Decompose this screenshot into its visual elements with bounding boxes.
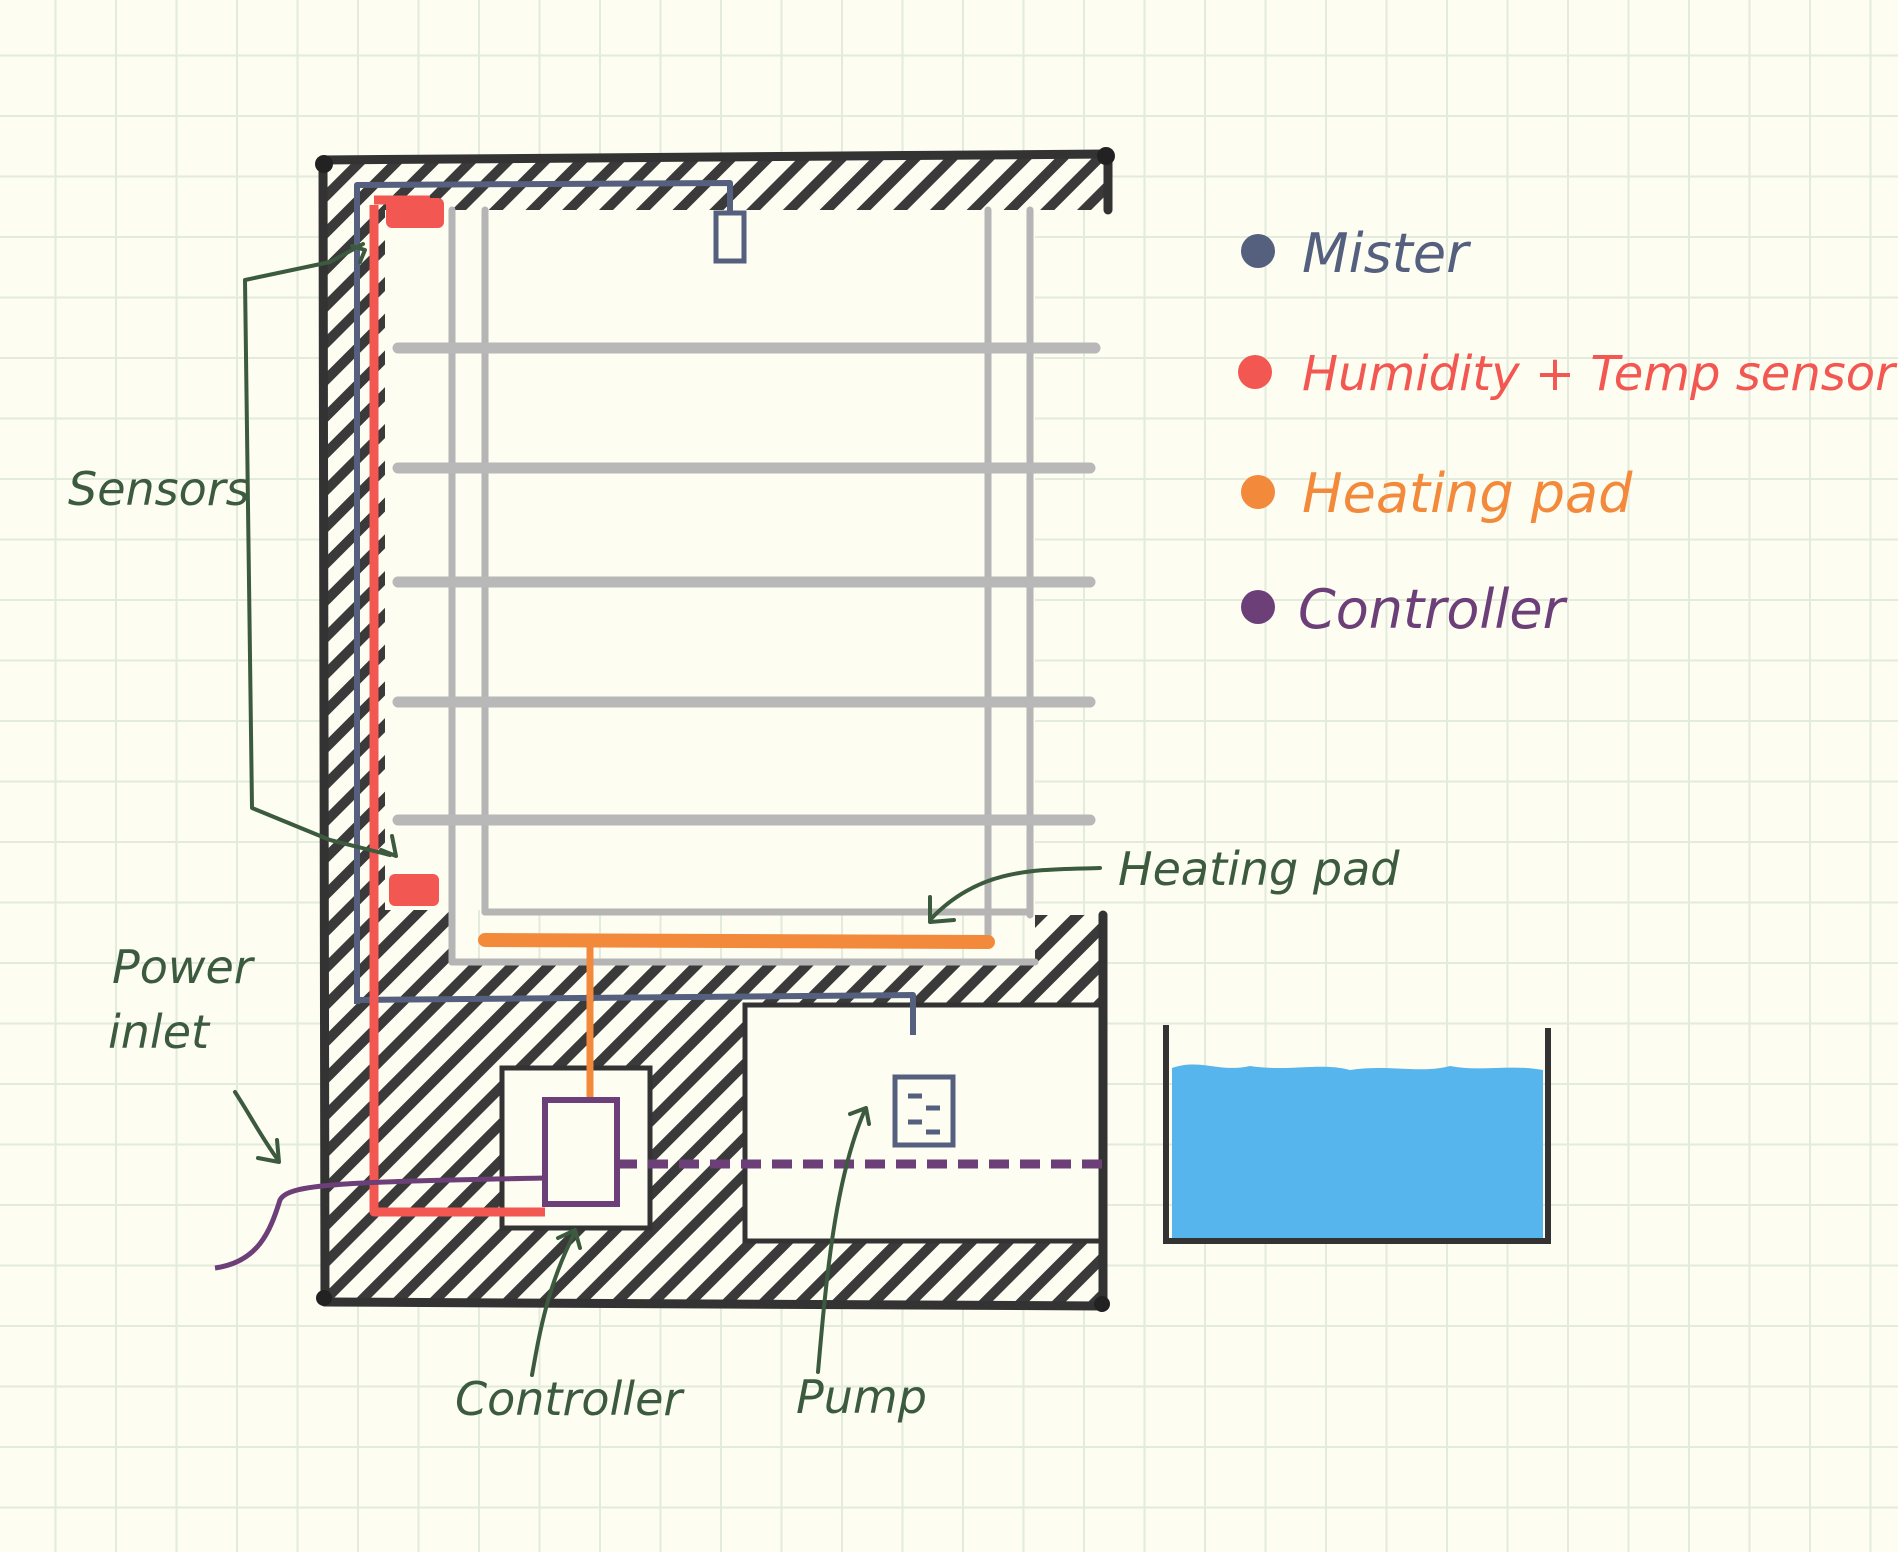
legend-dot-mister [1241,234,1275,268]
power-inlet-label-line2: inlet [108,1005,211,1059]
legend-label-controller: Controller [1298,578,1568,641]
legend-label-sensor: Humidity + Temp sensor [1302,346,1898,402]
pump-label: Pump [796,1370,927,1424]
controller [214,1097,1103,1271]
legend: Mister Humidity + Temp sensor Heating pa… [1238,222,1898,641]
legend-dot-sensor [1238,355,1272,389]
legend-label-heating: Heating pad [1302,462,1633,525]
power-inlet-label-line1: Power [112,940,256,994]
mister-nozzle [713,210,747,264]
annotations: Sensors Heating pad Power inlet Controll… [68,462,1400,1426]
sensor-bottom [389,874,439,906]
leader-lines [233,242,1102,1377]
shelves [392,342,1101,826]
pump [892,1074,956,1148]
heating-pad [478,933,995,1104]
water [1172,1064,1543,1238]
heating-pad-label: Heating pad [1118,842,1400,896]
frame-corners [315,147,1115,1312]
mister-line [354,180,916,1035]
inner-chamber [385,206,1039,966]
sensors-label: Sensors [68,462,250,516]
legend-label-mister: Mister [1302,222,1471,285]
sensor-top [386,198,444,228]
power-cord [214,1175,546,1271]
controller-label: Controller [455,1372,685,1426]
legend-dot-controller [1241,590,1275,624]
legend-dot-heating [1241,475,1275,509]
water-reservoir [1163,1025,1551,1244]
outer-frame [318,149,1113,1311]
